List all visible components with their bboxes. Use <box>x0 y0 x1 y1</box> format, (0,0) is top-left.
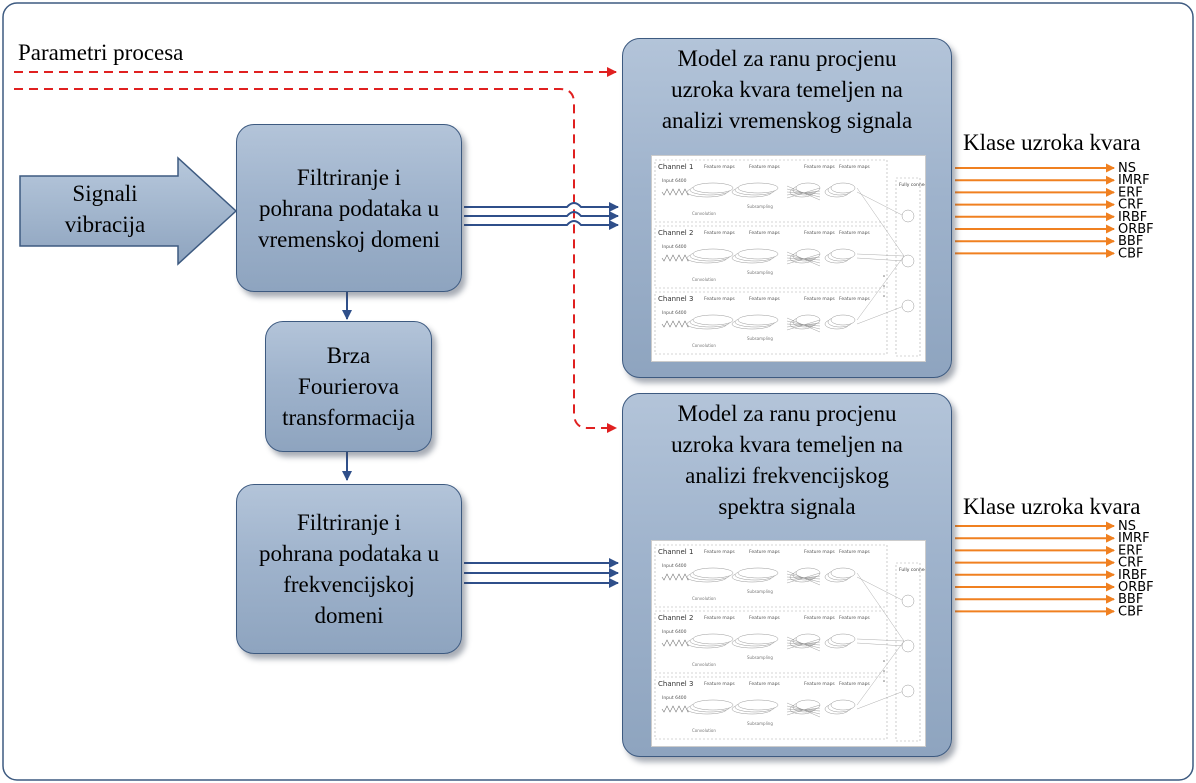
cnn-channel-row: Channel 2 Input 6400 Feature maps Feature m… <box>654 225 905 289</box>
cnn-convolution-label: Convolution <box>692 662 716 667</box>
cnn-convolution-label: Convolution <box>692 211 716 216</box>
process-params-label: Parametri procesa <box>18 40 184 65</box>
cnn-feature-maps-label: Feature maps <box>749 615 780 621</box>
cnn-channel-label: Channel 1 <box>658 163 693 171</box>
time-filter-block: Filtriranje i pohrana podataka u vremens… <box>236 124 462 292</box>
cnn-feature-maps-label: Feature maps <box>704 164 735 170</box>
cnn-input-label: Input 6400 <box>662 695 687 701</box>
class-label-crf: CRF <box>1118 556 1144 571</box>
cnn-feature-maps-label: Feature maps <box>704 549 735 555</box>
cnn-input-label: Input 6400 <box>662 563 687 569</box>
class-label-irbf: IRBF <box>1118 210 1147 225</box>
cnn-channel-row: Channel 3 Input 6400 Feature maps Feature m… <box>654 255 905 355</box>
class-label-orbf: ORBF <box>1118 580 1154 595</box>
classes-title-bottom: Klase uzroka kvara <box>963 494 1141 519</box>
freq-data-arrows <box>464 558 619 588</box>
cnn-fc-label: Fully connected layer <box>899 567 925 573</box>
time-data-arrows <box>464 202 619 230</box>
cnn-subsampling-label: Subsampling <box>747 270 773 275</box>
classes-title-top: Klase uzroka kvara <box>963 130 1141 155</box>
cnn-feature-maps-label: Feature maps <box>839 230 870 236</box>
cnn-feature-maps-label: Feature maps <box>804 549 835 555</box>
cnn-fc-label: Fully connected layer <box>899 182 925 188</box>
class-label-imrf: IMRF <box>1118 173 1150 188</box>
class-label-crf: CRF <box>1118 198 1144 213</box>
freq-filter-label: Filtriranje i pohrana podataka u frekven… <box>258 510 440 628</box>
cnn-channel-label: Channel 3 <box>658 680 693 688</box>
class-label-ns: NS <box>1118 161 1136 176</box>
cnn-feature-maps-label: Feature maps <box>804 615 835 621</box>
cnn-fc-layer <box>895 177 921 357</box>
cnn-convolution-label: Convolution <box>692 728 716 733</box>
class-label-bbf: BBF <box>1118 234 1143 249</box>
cnn-feature-maps-label: Feature maps <box>704 681 735 687</box>
cnn-feature-maps-label: Feature maps <box>749 230 780 236</box>
cnn-input-label: Input 6400 <box>662 244 687 250</box>
cnn-channel-row: Channel 3 Input 6400 Feature maps Feature m… <box>654 640 905 740</box>
time-model-title: Model za ranu procjenu uzroka kvara teme… <box>661 46 913 133</box>
freq-model-title: Model za ranu procjenu uzroka kvara teme… <box>671 401 903 519</box>
cnn-subsampling-label: Subsampling <box>747 204 773 209</box>
cnn-feature-maps-label: Feature maps <box>839 681 870 687</box>
cnn-channel-label: Channel 3 <box>658 295 693 303</box>
cnn-feature-maps-label: Feature maps <box>704 230 735 236</box>
cnn-input-label: Input 6400 <box>662 629 687 635</box>
cnn-feature-maps-label: Feature maps <box>839 615 870 621</box>
cnn-subsampling-label: Subsampling <box>747 721 773 726</box>
class-label-bbf: BBF <box>1118 592 1143 607</box>
cnn-feature-maps-label: Feature maps <box>839 296 870 302</box>
cnn-feature-maps-label: Feature maps <box>749 164 780 170</box>
class-label-ns: NS <box>1118 519 1136 534</box>
cnn-subsampling-label: Subsampling <box>747 589 773 594</box>
class-label-cbf: CBF <box>1118 246 1143 261</box>
cnn-convolution-label: Convolution <box>692 343 716 348</box>
cnn-convolution-label: Convolution <box>692 277 716 282</box>
fft-block: Brza Fourierova transformacija <box>265 321 432 452</box>
cnn-feature-maps-label: Feature maps <box>704 615 735 621</box>
cnn-channel-row: Channel 2 Input 6400 Feature maps Feature m… <box>654 610 905 674</box>
vibration-signals-label: Signali vibracija <box>64 181 146 237</box>
freq-filter-block: Filtriranje i pohrana podataka u frekven… <box>236 484 462 654</box>
cnn-feature-maps-label: Feature maps <box>749 681 780 687</box>
output-lines-bottom <box>955 521 1115 616</box>
cnn-fc-layer <box>895 562 921 742</box>
class-label-cbf: CBF <box>1118 604 1143 619</box>
cnn-subsampling-label: Subsampling <box>747 336 773 341</box>
cnn-channel-label: Channel 2 <box>658 614 693 622</box>
cnn-feature-maps-label: Feature maps <box>804 230 835 236</box>
cnn-feature-maps-label: Feature maps <box>749 549 780 555</box>
cnn-feature-maps-label: Feature maps <box>804 681 835 687</box>
process-params-lines <box>14 67 617 433</box>
class-label-irbf: IRBF <box>1118 568 1147 583</box>
output-lines-top <box>955 163 1115 258</box>
cnn-convolution-label: Convolution <box>692 596 716 601</box>
class-label-erf: ERF <box>1118 185 1143 200</box>
cnn-feature-maps-label: Feature maps <box>749 296 780 302</box>
cnn-input-label: Input 6400 <box>662 178 687 184</box>
time-filter-label: Filtriranje i pohrana podataka u vremens… <box>257 164 441 252</box>
cnn-feature-maps-label: Feature maps <box>804 164 835 170</box>
fft-label: Brza Fourierova transformacija <box>282 343 415 430</box>
cnn-subsampling-label: Subsampling <box>747 655 773 660</box>
vibration-input-arrow <box>19 156 238 266</box>
cnn-feature-maps-label: Feature maps <box>839 164 870 170</box>
cnn-input-label: Input 6400 <box>662 310 687 316</box>
cnn-feature-maps-label: Feature maps <box>804 296 835 302</box>
cnn-feature-maps-label: Feature maps <box>839 549 870 555</box>
cnn-channel-label: Channel 1 <box>658 548 693 556</box>
class-label-erf: ERF <box>1118 543 1143 558</box>
cnn-feature-maps-label: Feature maps <box>704 296 735 302</box>
cnn-channel-label: Channel 2 <box>658 229 693 237</box>
class-label-imrf: IMRF <box>1118 531 1150 546</box>
class-label-orbf: ORBF <box>1118 222 1154 237</box>
